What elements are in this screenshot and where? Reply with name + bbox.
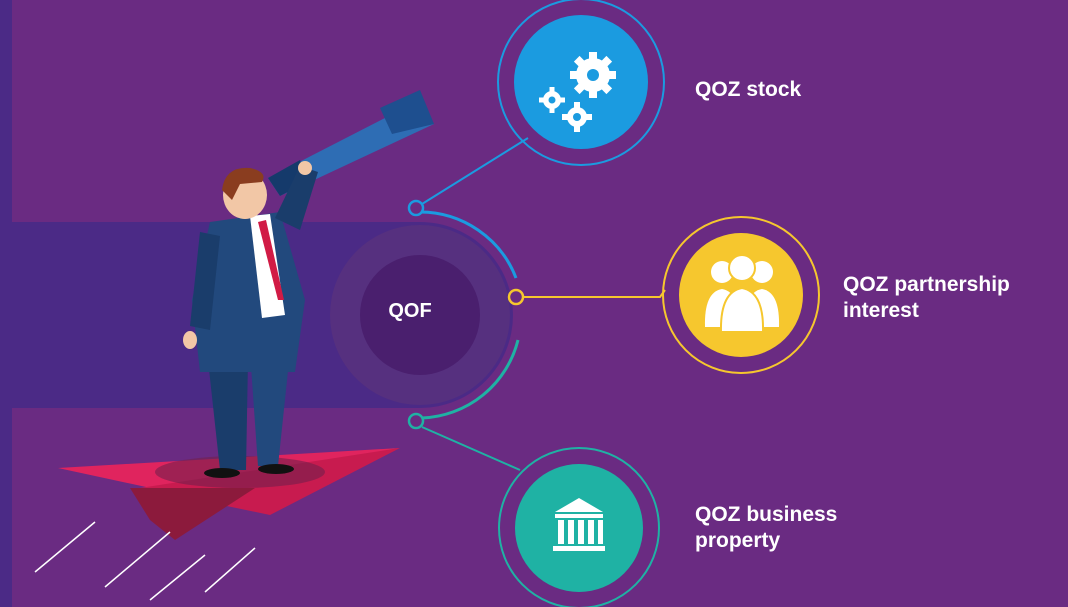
- team-icon: [704, 254, 780, 333]
- gears-icon: [539, 52, 616, 132]
- node-partnership: [507, 288, 525, 306]
- paper-airplane: [58, 448, 400, 540]
- connector-property: [421, 426, 521, 471]
- node-stock: [407, 199, 425, 217]
- option-label-property-line-1: QOZ business: [695, 503, 838, 526]
- arc-teal: [421, 339, 520, 420]
- option-label-partnership: QOZ partnership interest: [843, 272, 1010, 324]
- option-label-stock-line-1: QOZ stock: [695, 78, 802, 101]
- stock-outer-ring: [497, 0, 665, 166]
- partnership-outer-ring: [662, 216, 820, 374]
- option-label-property-line-2: property: [695, 529, 781, 552]
- option-label-partnership-line-1: QOZ partnership: [843, 273, 1010, 296]
- option-label-partnership-line-2: interest: [843, 299, 919, 322]
- node-property: [407, 412, 425, 430]
- center-circle: [360, 255, 480, 375]
- speed-lines: [34, 521, 256, 601]
- property-outer-ring: [498, 447, 660, 607]
- option-label-property: QOZ business property: [695, 502, 837, 554]
- connector-stock: [421, 137, 529, 205]
- connector-partnership: [524, 289, 666, 298]
- bank-building-icon: [553, 498, 605, 551]
- left-band-strip-bottom: [0, 408, 12, 607]
- businessman-figure: [183, 90, 434, 478]
- option-label-stock: QOZ stock: [695, 77, 801, 103]
- center-label: QOF: [388, 300, 432, 322]
- arc-blue: [419, 210, 518, 279]
- left-band-strip: [0, 0, 12, 222]
